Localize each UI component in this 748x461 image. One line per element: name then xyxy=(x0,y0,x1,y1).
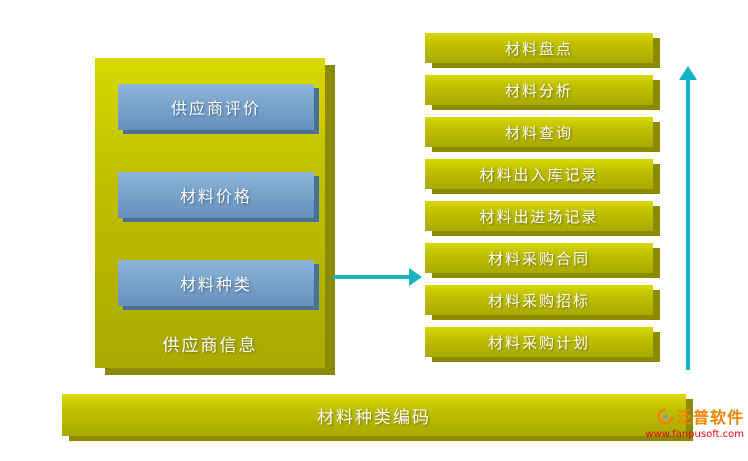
node-supplier-evaluation-label: 供应商评价 xyxy=(170,99,261,118)
node-material-type: 材料种类 xyxy=(118,260,314,306)
arrow-right-icon xyxy=(333,275,411,279)
node-material-site-records: 材料出进场记录 xyxy=(425,201,653,231)
supplier-info-group: 供应商评价 材料价格 材料种类 供应商信息 xyxy=(95,58,325,368)
brand-url: www.fanpusoft.com xyxy=(645,429,744,440)
node-purchase-bidding: 材料采购招标 xyxy=(425,285,653,315)
node-material-price-label: 材料价格 xyxy=(179,187,252,206)
arrow-up-icon xyxy=(686,80,690,370)
node-supplier-evaluation: 供应商评价 xyxy=(118,84,314,130)
node-material-type-label: 材料种类 xyxy=(179,275,252,294)
swirl-logo-icon xyxy=(657,407,674,425)
arrow-right-head-icon xyxy=(409,268,422,286)
node-material-in-out-records: 材料出入库记录 xyxy=(425,159,653,189)
node-material-inventory: 材料盘点 xyxy=(425,33,653,63)
node-material-price: 材料价格 xyxy=(118,172,314,218)
node-purchase-contract: 材料采购合同 xyxy=(425,243,653,273)
node-purchase-plan: 材料采购计划 xyxy=(425,327,653,357)
brand-name: 泛普软件 xyxy=(675,408,744,427)
arrow-up-head-icon xyxy=(679,66,697,80)
node-material-analysis: 材料分析 xyxy=(425,75,653,105)
node-material-query: 材料查询 xyxy=(425,117,653,147)
brand-watermark: 泛普软件 www.fanpusoft.com xyxy=(636,404,744,440)
supplier-info-group-label: 供应商信息 xyxy=(162,336,258,356)
node-material-type-coding: 材料种类编码 xyxy=(62,394,686,436)
